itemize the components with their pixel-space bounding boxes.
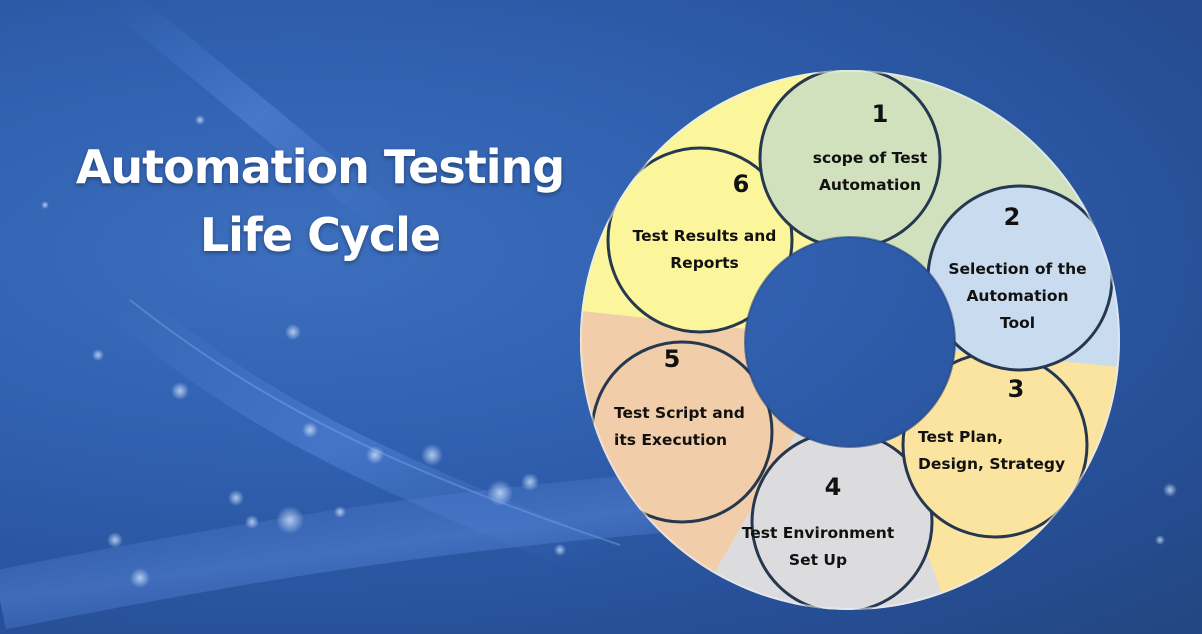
title-line-2: Life Cycle	[199, 208, 441, 262]
title-line-1: Automation Testing	[75, 140, 565, 194]
stage-6-label: Test Results and Reports	[632, 227, 777, 272]
stage-1-label: scope of Test Automation	[812, 149, 928, 194]
stage-1-number: 1	[871, 100, 889, 128]
stage-5-number: 5	[663, 345, 681, 373]
page-title: Automation Testing Life Cycle	[0, 133, 640, 269]
stage-2-label: Selection of the Automation Tool	[948, 260, 1087, 332]
stage-3-label: Test Plan, Design, Strategy	[918, 428, 1066, 473]
stage-4-label: Test Environment Set Up	[741, 524, 895, 569]
stage-3-number: 3	[1007, 375, 1025, 403]
stage-4-number: 4	[824, 473, 842, 501]
stage-5-label: Test Script and its Execution	[614, 404, 745, 449]
stage-2-number: 2	[1003, 203, 1021, 231]
stage-6-head	[606, 146, 794, 334]
stage-6-number: 6	[732, 170, 750, 198]
